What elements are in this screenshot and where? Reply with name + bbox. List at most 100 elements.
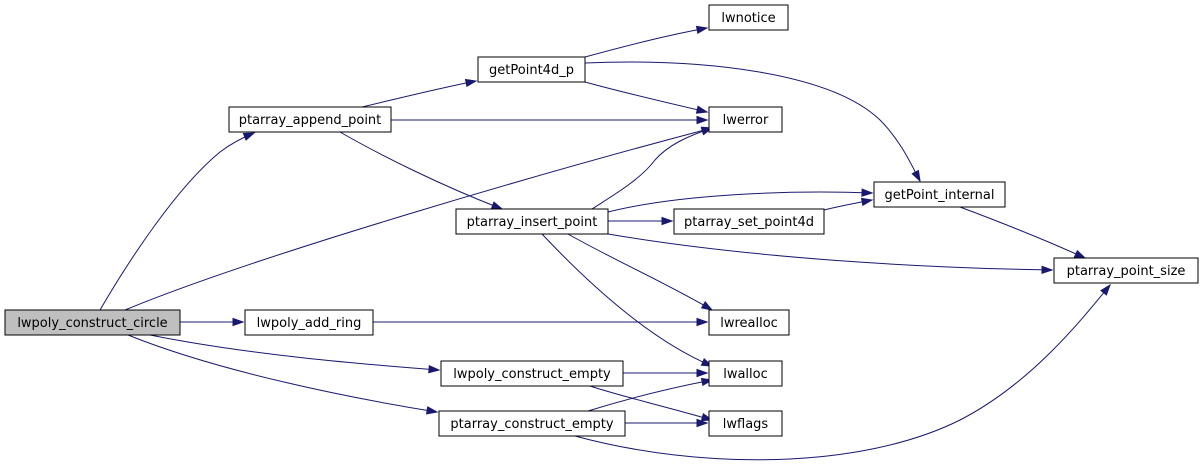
- node-getPoint4d-p[interactable]: getPoint4d_p: [477, 56, 586, 83]
- node-box: [708, 360, 783, 387]
- node-ptarray-insert-point[interactable]: ptarray_insert_point: [455, 208, 609, 235]
- arrowhead: [1073, 249, 1087, 259]
- edge-lwpoly_construct_circle-to-lwpoly_construct_empty: [149, 334, 441, 374]
- edge-ptarray_insert_point-to-getPoint_internal: [607, 188, 874, 213]
- arrowhead: [425, 406, 439, 415]
- nodes-layer: lwpoly_construct_circle ptarray_append_po…: [4, 4, 1199, 437]
- edge-ptarray_set_point4d-to-getPoint_internal: [823, 197, 874, 211]
- edge-line: [607, 191, 873, 213]
- arrowhead: [860, 197, 874, 207]
- edge-ptarray_insert_point-to-lwrealloc: [567, 233, 714, 311]
- arrowhead: [695, 25, 709, 35]
- node-box: [477, 56, 586, 83]
- node-ptarray-set-point4d[interactable]: ptarray_set_point4d: [673, 208, 825, 235]
- node-label: lwpoly_construct_circle: [17, 316, 167, 331]
- arrowhead: [242, 132, 256, 141]
- node-label: lwpoly_add_ring: [257, 316, 362, 331]
- node-getPoint-internal[interactable]: getPoint_internal: [873, 181, 1006, 208]
- arrowhead: [1041, 265, 1054, 275]
- arrowhead: [911, 169, 921, 183]
- edge-line: [149, 334, 440, 371]
- node-box: [440, 360, 624, 387]
- node-lwrealloc[interactable]: lwrealloc: [708, 309, 790, 336]
- edge-line: [607, 233, 1053, 271]
- edge-getPoint4d_p-to-lwerror: [584, 81, 709, 114]
- node-box: [4, 309, 181, 336]
- arrowhead: [490, 201, 504, 210]
- node-lwpoly-construct-circle[interactable]: lwpoly_construct_circle: [4, 309, 181, 336]
- edge-ptarray_insert_point-to-ptarray_set_point4d: [608, 216, 674, 226]
- node-label: lwerror: [723, 113, 769, 128]
- node-lwflags[interactable]: lwflags: [708, 410, 783, 437]
- node-label: lwrealloc: [720, 316, 778, 331]
- edge-line: [591, 127, 713, 210]
- edge-line: [567, 233, 713, 311]
- node-ptarray-construct-empty[interactable]: ptarray_construct_empty: [438, 410, 626, 437]
- edge-lwpoly_add_ring-to-lwrealloc: [373, 317, 709, 327]
- node-ptarray-point-size[interactable]: ptarray_point_size: [1053, 257, 1199, 284]
- edge-ptarray_append_point-to-ptarray_insert_point: [339, 131, 504, 210]
- edge-ptarray_insert_point-to-ptarray_point_size: [607, 233, 1054, 275]
- node-ptarray-append-point[interactable]: ptarray_append_point: [228, 106, 392, 133]
- edge-ptarray_construct_empty-to-lwflags: [625, 418, 709, 428]
- edge-line: [589, 385, 713, 421]
- edge-line: [587, 379, 713, 412]
- node-label: ptarray_insert_point: [467, 215, 598, 230]
- edge-ptarray_insert_point-to-lwerror: [591, 127, 714, 210]
- arrowhead: [696, 317, 709, 327]
- edge-line: [541, 233, 713, 367]
- arrowhead: [1100, 283, 1111, 296]
- node-box: [228, 106, 392, 133]
- node-box: [708, 106, 783, 133]
- node-label: ptarray_append_point: [239, 113, 382, 128]
- node-label: getPoint_internal: [884, 188, 994, 203]
- node-box: [708, 410, 783, 437]
- edge-lwpoly_construct_circle-to-lwerror: [124, 126, 714, 311]
- arrowhead: [661, 216, 674, 226]
- node-box: [244, 309, 374, 336]
- node-box: [708, 309, 790, 336]
- node-lwnotice[interactable]: lwnotice: [708, 4, 789, 31]
- node-label: ptarray_point_size: [1067, 264, 1186, 279]
- arrowhead: [428, 365, 441, 374]
- node-label: lwpoly_construct_empty: [453, 367, 611, 382]
- node-lwpoly-construct-empty[interactable]: lwpoly_construct_empty: [440, 360, 624, 387]
- node-lwerror[interactable]: lwerror: [708, 106, 783, 133]
- edges-layer: [99, 25, 1111, 461]
- edge-line: [574, 284, 1111, 461]
- edge-getPoint4d_p-to-getPoint_internal: [584, 61, 921, 183]
- arrowhead: [696, 115, 709, 125]
- node-lwpoly-add-ring[interactable]: lwpoly_add_ring: [244, 309, 374, 336]
- edge-line: [584, 81, 708, 113]
- edge-lwpoly_construct_empty-to-lwalloc: [623, 368, 709, 378]
- node-label: lwnotice: [721, 11, 775, 26]
- arrowhead: [232, 317, 245, 327]
- node-label: ptarray_set_point4d: [684, 215, 814, 230]
- edge-ptarray_append_point-to-lwerror: [391, 115, 709, 125]
- edge-ptarray_insert_point-to-lwalloc: [541, 233, 714, 367]
- edge-line: [99, 132, 255, 311]
- node-lwalloc[interactable]: lwalloc: [708, 360, 783, 387]
- edge-lwpoly_construct_circle-to-ptarray_construct_empty: [127, 334, 439, 415]
- arrowhead: [700, 301, 714, 311]
- node-box: [708, 4, 789, 31]
- node-label: lwalloc: [723, 367, 768, 382]
- arrowhead: [696, 368, 709, 378]
- node-box: [1053, 257, 1199, 284]
- edge-line: [584, 27, 708, 58]
- edge-line: [584, 61, 921, 182]
- node-box: [873, 181, 1006, 208]
- node-box: [455, 208, 609, 235]
- edge-lwpoly_construct_circle-to-ptarray_append_point: [99, 132, 256, 311]
- arrowhead: [861, 188, 874, 197]
- node-label: getPoint4d_p: [489, 63, 574, 78]
- edge-ptarray_append_point-to-getPoint4d_p: [361, 78, 478, 108]
- edge-line: [124, 127, 713, 311]
- edge-line: [339, 131, 503, 210]
- edge-getPoint4d_p-to-lwnotice: [584, 25, 709, 58]
- node-label: ptarray_construct_empty: [450, 417, 613, 432]
- arrowhead: [695, 105, 709, 114]
- node-box: [438, 410, 626, 437]
- arrowhead: [464, 78, 478, 88]
